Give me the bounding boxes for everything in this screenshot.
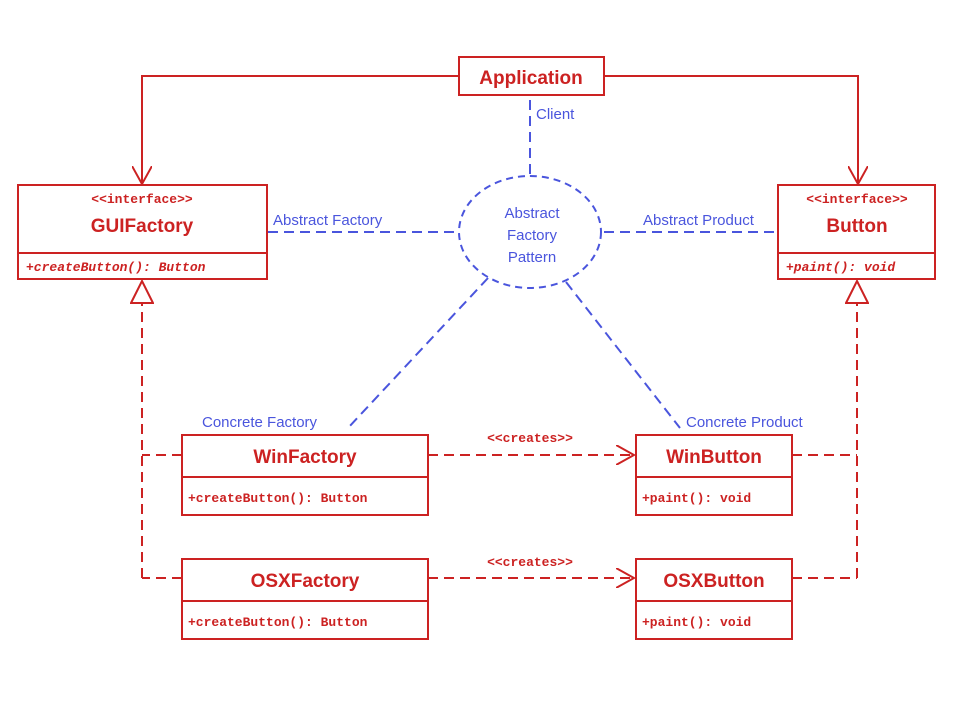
application-to-button-arrow [604,75,858,184]
button-stereotype: <<interface>> [806,192,908,207]
button-method: +paint(): void [786,260,896,275]
application-to-guifactory-arrow [142,75,459,184]
pattern-connectors [268,100,778,429]
winfactory-name: WinFactory [253,447,357,468]
winbutton-class: WinButton +paint(): void [635,434,793,516]
role-client-label: Client [536,106,575,123]
osxfactory-name: OSXFactory [251,571,360,592]
winfactory-box [181,434,429,516]
application-class: Application [458,56,605,96]
osxbutton-box [635,558,793,640]
role-abstract-factory-label: Abstract Factory [273,212,383,229]
osxbutton-class: OSXButton +paint(): void [635,558,793,640]
osxbutton-method: +paint(): void [642,615,751,630]
osxbutton-name: OSXButton [663,571,764,592]
osxfactory-box [181,558,429,640]
pattern-circle-line-3: Pattern [508,249,556,266]
guifactory-class: <<interface>> GUIFactory +createButton()… [17,184,268,280]
osxfactory-class: OSXFactory +createButton(): Button [181,558,429,640]
guifactory-method: +createButton(): Button [26,260,206,275]
role-concrete-factory-label: Concrete Factory [202,414,318,431]
pattern-circle-line-1: Abstract [504,205,560,222]
winfactory-method: +createButton(): Button [188,491,368,506]
button-box [777,184,936,280]
application-name: Application [479,68,582,89]
guifactory-stereotype: <<interface>> [91,192,193,207]
creates-dependencies [428,455,634,578]
concrete-factory-connector [347,277,489,429]
guifactory-box [17,184,268,280]
button-class: <<interface>> Button +paint(): void [777,184,936,280]
uml-realizations [142,281,857,579]
guifactory-name: GUIFactory [91,216,194,237]
role-concrete-product-label: Concrete Product [686,414,804,431]
role-abstract-product-label: Abstract Product [643,212,755,229]
creates-label-osx: <<creates>> [487,555,573,570]
pattern-circle-line-2: Factory [507,227,558,244]
winbutton-method: +paint(): void [642,491,751,506]
pattern-circle [458,175,602,289]
winbutton-box [635,434,793,516]
winfactory-class: WinFactory +createButton(): Button [181,434,429,516]
creates-label-win: <<creates>> [487,431,573,446]
uml-associations [142,75,858,184]
osxfactory-method: +createButton(): Button [188,615,368,630]
button-name: Button [826,216,887,237]
winbutton-name: WinButton [666,447,762,468]
application-box [458,56,605,96]
concrete-product-connector [565,281,681,429]
